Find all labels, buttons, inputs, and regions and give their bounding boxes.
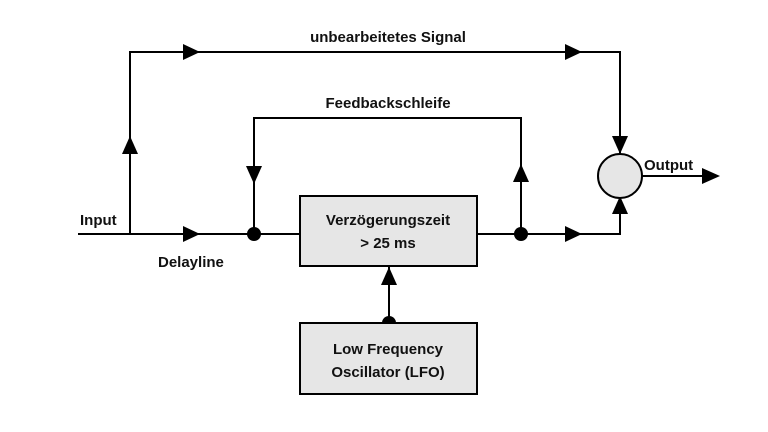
- output-mixer-circle: [597, 153, 643, 199]
- feedback-sum-node: [247, 227, 261, 241]
- dry-signal-label: unbearbeitetes Signal: [310, 29, 466, 46]
- dry-path-right-arrow-2: [565, 44, 582, 60]
- lfo-block-line-1: Low Frequency: [333, 341, 444, 358]
- feedback-label: Feedbackschleife: [325, 95, 450, 112]
- delay-output-line: [477, 198, 621, 235]
- delay-block-line-2: > 25 ms: [360, 235, 415, 252]
- delay-block: [299, 195, 478, 267]
- output-label: Output: [644, 157, 693, 174]
- dry-path-down-arrow: [612, 136, 628, 154]
- feedback-down-arrow: [246, 166, 262, 184]
- delayline-right-arrow: [183, 226, 200, 242]
- feedback-tap-node: [514, 227, 528, 241]
- lfo-block: [299, 322, 478, 395]
- delayline-label: Delayline: [158, 254, 224, 271]
- dry-path-right-arrow-1: [183, 44, 200, 60]
- feedback-up-arrow: [513, 164, 529, 182]
- lfo-up-arrow: [381, 267, 397, 285]
- output-arrow: [702, 168, 720, 184]
- delay-block-line-1: Verzögerungszeit: [326, 212, 450, 229]
- dry-path-up-arrow: [122, 136, 138, 154]
- input-label: Input: [80, 212, 117, 229]
- lfo-block-line-2: Oscillator (LFO): [331, 364, 444, 381]
- mixer-in-up-arrow: [612, 196, 628, 214]
- delay-out-right-arrow: [565, 226, 582, 242]
